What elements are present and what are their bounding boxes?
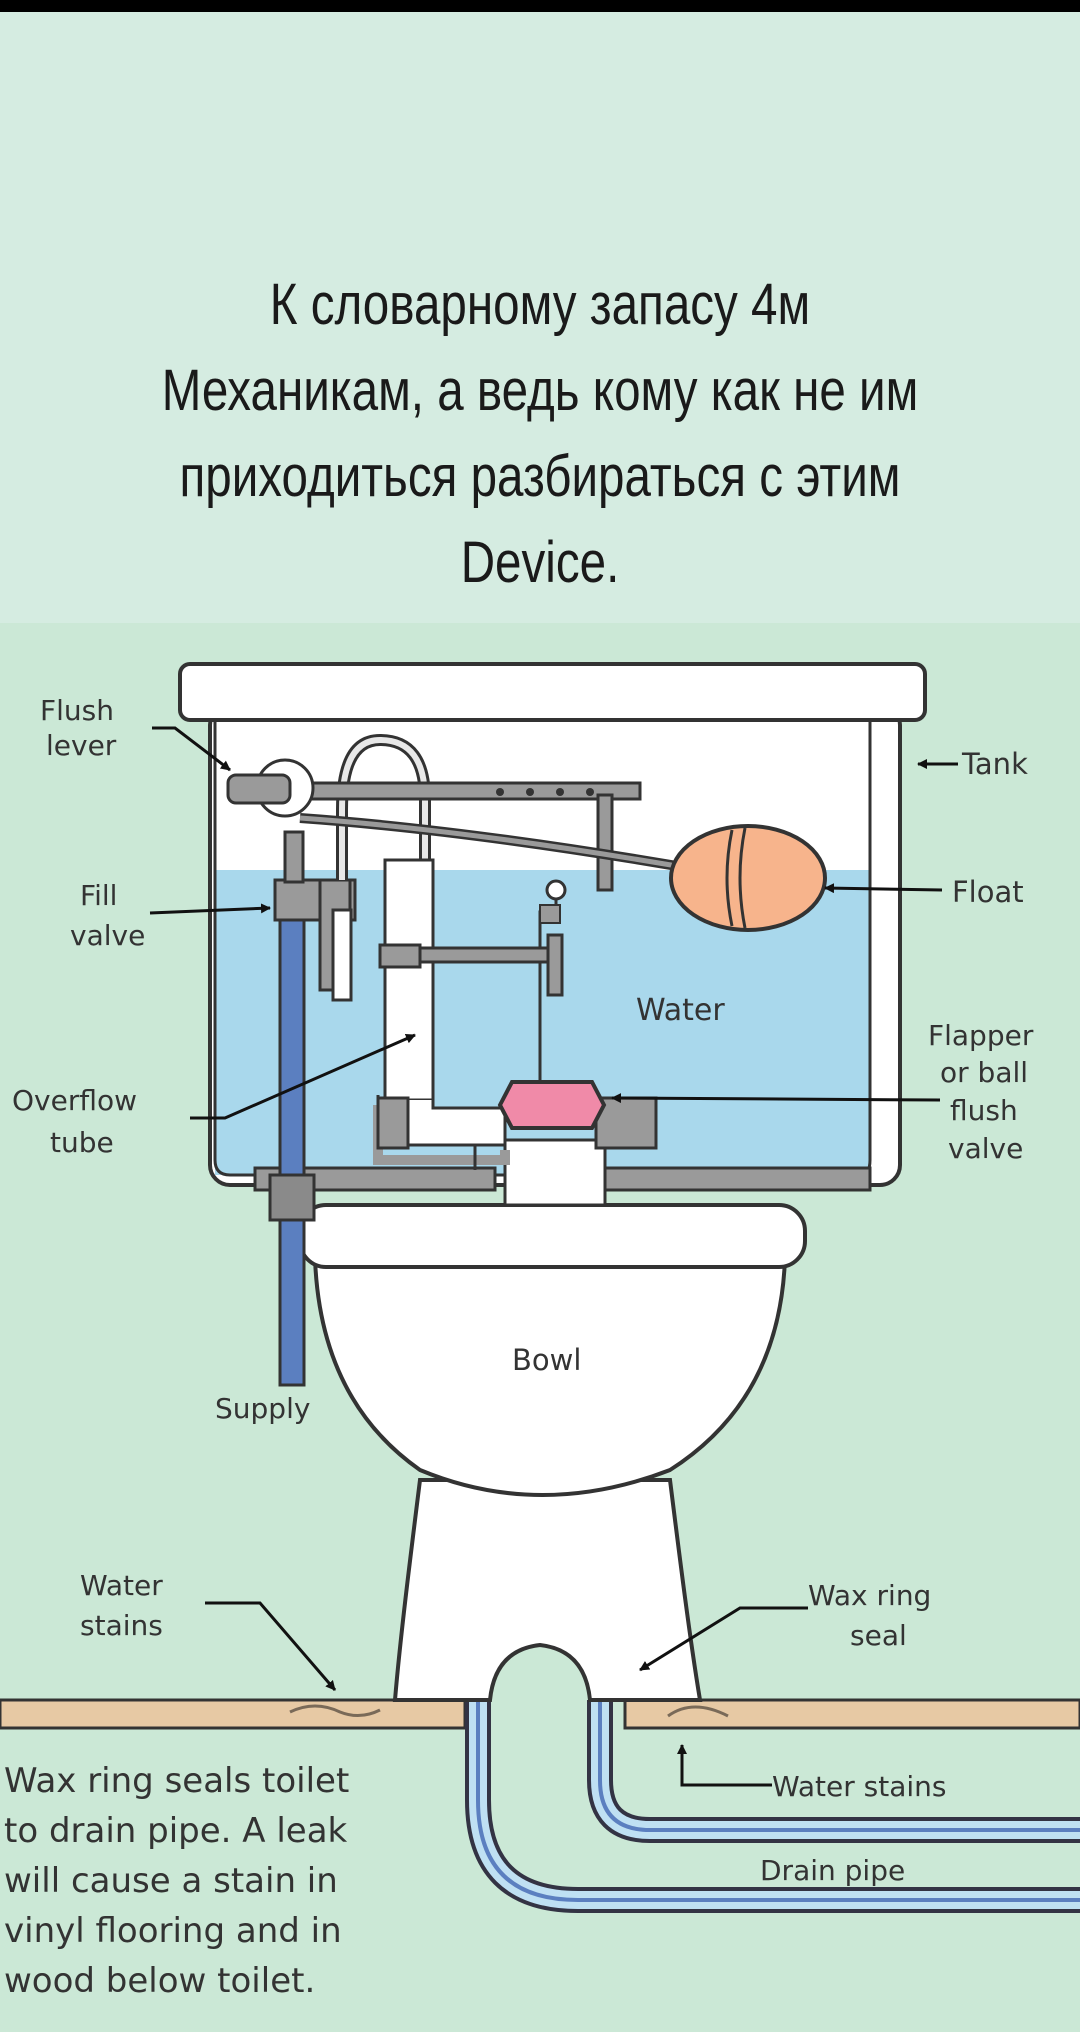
supply-line bbox=[280, 895, 304, 1385]
label-wax-ring-seal: Wax ring seal bbox=[808, 1579, 940, 1652]
label-float: Float bbox=[952, 875, 1024, 909]
bowl-rim bbox=[300, 1205, 805, 1267]
float-ball bbox=[671, 826, 825, 930]
floor bbox=[0, 1700, 1080, 1728]
label-drain-pipe: Drain pipe bbox=[760, 1854, 905, 1887]
label-water-stains-left: Water stains bbox=[80, 1569, 172, 1642]
label-water: Water bbox=[636, 993, 725, 1028]
label-flapper: Flapper or ball flush valve bbox=[928, 1019, 1042, 1165]
tank-lid bbox=[180, 664, 925, 720]
label-overflow-tube: Overflow tube bbox=[12, 1084, 146, 1159]
label-fill-valve: Fill valve bbox=[70, 879, 145, 952]
label-bowl: Bowl bbox=[512, 1343, 581, 1377]
label-supply: Supply bbox=[215, 1392, 310, 1425]
toilet-pedestal bbox=[395, 1480, 700, 1700]
note-wax-ring: Wax ring seals toilet to drain pipe. A l… bbox=[4, 1761, 360, 2001]
flapper-valve bbox=[500, 1082, 604, 1128]
label-tank: Tank bbox=[961, 747, 1028, 781]
label-water-stains-right: Water stains bbox=[772, 1770, 947, 1803]
label-flush-lever: Flush lever bbox=[40, 694, 123, 762]
